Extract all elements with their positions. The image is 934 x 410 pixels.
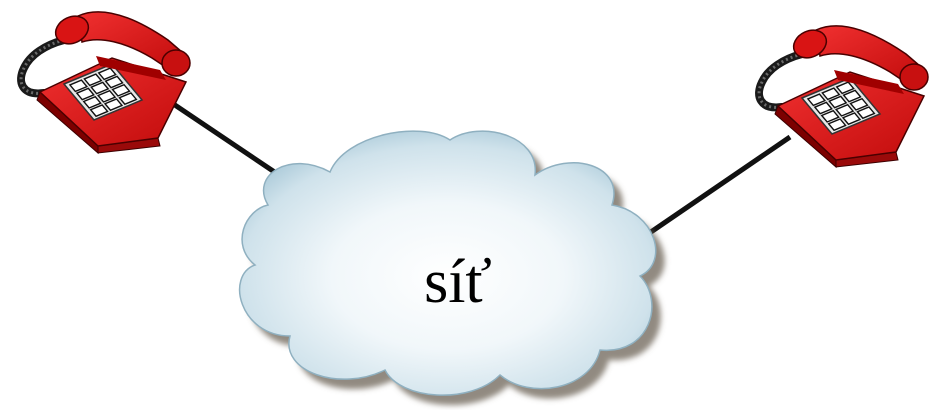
cloud-label: síť [424,248,492,316]
left-telephone-icon [21,11,190,153]
network-cloud-icon: síť [240,131,665,405]
phone-mouthpiece [900,64,928,90]
phone-mouthpiece [162,50,190,76]
right-telephone-icon [759,25,928,167]
right-connection-line [648,137,790,234]
left-connection-line [160,95,276,173]
